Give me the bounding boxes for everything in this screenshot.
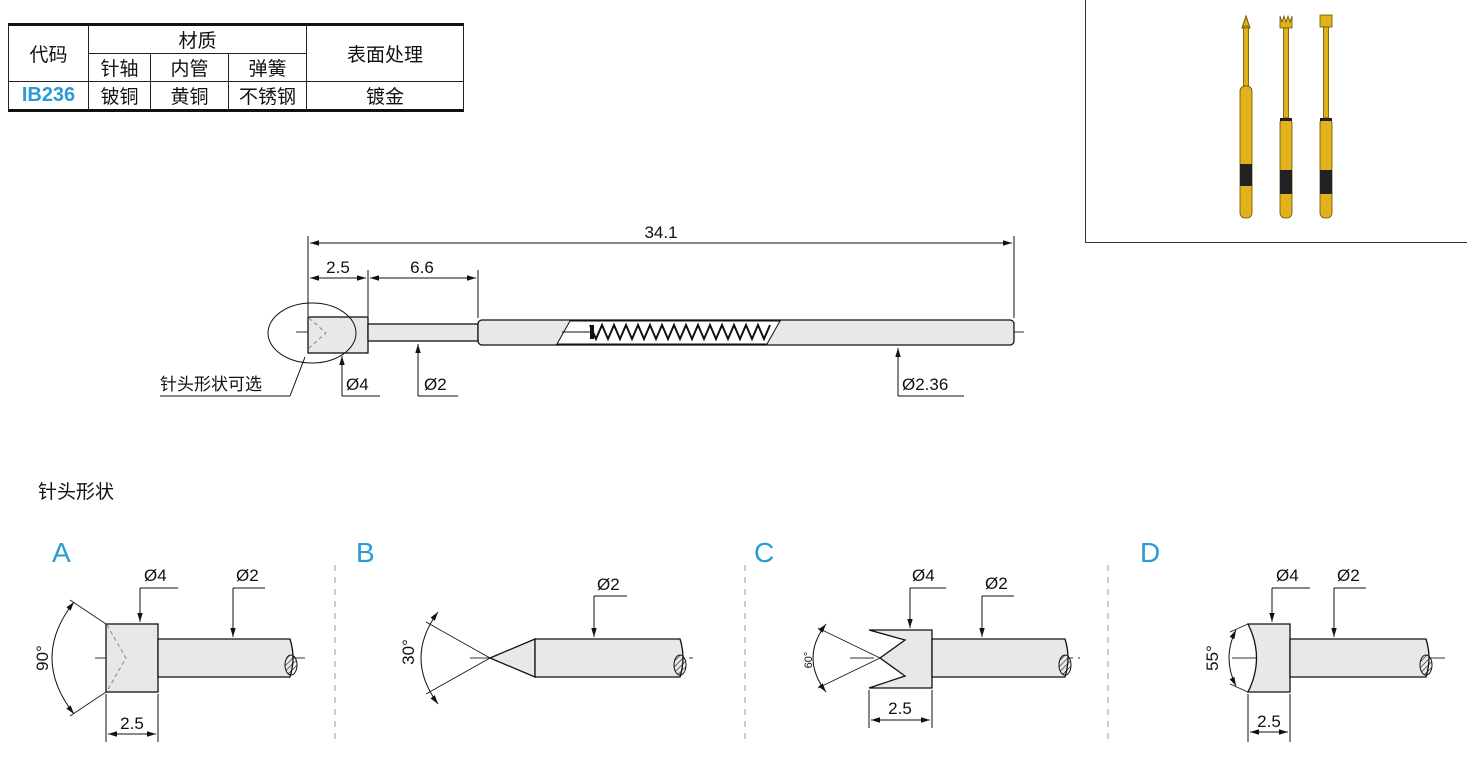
probe-flat — [1319, 14, 1333, 219]
cell-code: IB236 — [8, 81, 89, 112]
shape-d-dia-head: Ø4 — [1276, 566, 1299, 585]
shape-b: B 30° Ø2 — [356, 537, 695, 705]
section-title: 针头形状 — [38, 481, 114, 503]
shape-d-length: 2.5 — [1257, 712, 1281, 731]
shape-a-label: A — [52, 537, 71, 568]
cell-surface: 镀金 — [306, 81, 464, 112]
shape-a-dia-head: Ø4 — [144, 566, 167, 585]
shape-c-dia-head: Ø4 — [912, 566, 935, 585]
shape-d-angle: 55° — [1203, 645, 1222, 671]
shape-a-length: 2.5 — [120, 714, 144, 733]
dia-barrel: Ø2.36 — [902, 375, 948, 394]
cell-tube: 黄铜 — [150, 81, 229, 112]
main-head — [307, 316, 369, 354]
probe-crown — [1279, 14, 1293, 219]
shape-a: A 90° Ø4 Ø2 2.5 — [33, 537, 305, 742]
table-row: IB236 铍铜 黄铜 不锈钢 镀金 — [8, 81, 464, 112]
probe-pointed — [1239, 14, 1253, 219]
header-spring: 弹簧 — [228, 53, 307, 82]
shape-d-dia-shaft: Ø2 — [1337, 566, 1360, 585]
spec-table: 代码 材质 表面处理 针轴 内管 弹簧 IB236 铍铜 黄铜 不锈钢 镀金 — [8, 23, 464, 112]
shape-b-dia-shaft: Ø2 — [597, 575, 620, 594]
shape-d: D 55° Ø4 Ø2 2.5 — [1140, 537, 1445, 742]
shape-c-label: C — [754, 537, 774, 568]
shape-c: C 60° Ø4 Ø2 2.5 — [754, 537, 1080, 728]
shape-a-head — [105, 623, 159, 693]
shape-b-angle: 30° — [399, 639, 418, 665]
cell-spring: 不锈钢 — [228, 81, 307, 112]
main-probe-drawing: 针头形状可选 34.1 2.5 6.6 Ø4 Ø2 Ø2.36 — [160, 223, 1024, 397]
dia-head: Ø4 — [346, 375, 369, 394]
head-callout-ellipse — [267, 302, 357, 364]
product-photo-box — [1085, 0, 1467, 243]
probe-photo — [1239, 14, 1333, 219]
table-subheader-row: 针轴 内管 弹簧 — [9, 53, 464, 82]
shape-a-dia-shaft: Ø2 — [236, 566, 259, 585]
main-plunger — [367, 323, 479, 342]
header-material: 材质 — [88, 23, 307, 54]
header-shaft: 针轴 — [88, 53, 151, 82]
shape-c-angle: 60° — [803, 652, 815, 669]
shape-d-label: D — [1140, 537, 1160, 568]
shape-b-label: B — [356, 537, 375, 568]
head-shape-note: 针头形状可选 — [160, 375, 262, 395]
dim-tip-length: 6.6 — [410, 258, 434, 277]
table-header-row: 代码 材质 表面处理 — [8, 23, 464, 82]
dia-tip: Ø2 — [424, 375, 447, 394]
main-spring — [589, 322, 771, 342]
shape-c-length: 2.5 — [888, 699, 912, 718]
header-code: 代码 — [8, 23, 89, 82]
shape-b-tip — [488, 638, 536, 678]
shape-c-dia-shaft: Ø2 — [985, 574, 1008, 593]
shape-a-angle: 90° — [33, 645, 52, 671]
dim-total: 34.1 — [644, 223, 677, 242]
shape-d-head — [1246, 623, 1291, 693]
dim-head-length: 2.5 — [326, 258, 350, 277]
cell-shaft: 铍铜 — [88, 81, 151, 112]
